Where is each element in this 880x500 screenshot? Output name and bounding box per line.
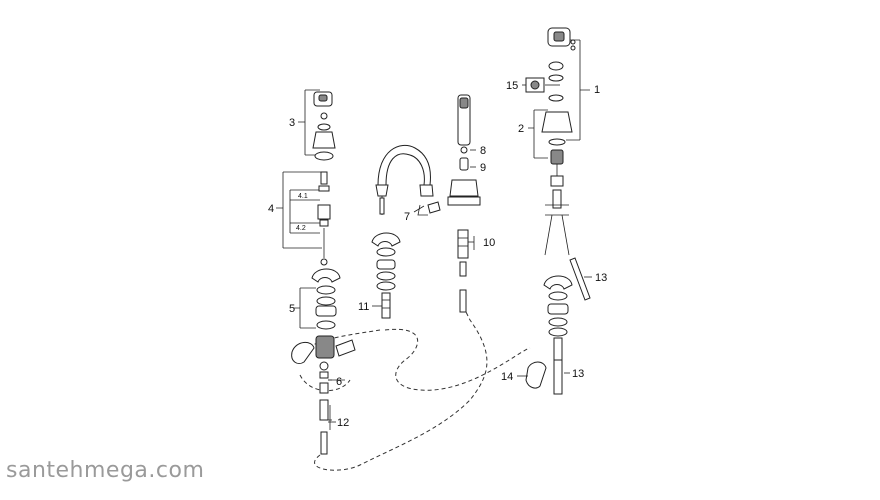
- callout-2: 2: [518, 123, 524, 135]
- callout-13-upper: 13: [595, 272, 607, 284]
- callout-4-1: 4.1: [298, 193, 308, 200]
- right-handle-assembly: [525, 27, 591, 395]
- hand-shower-assembly: [447, 94, 481, 313]
- callout-6: 6: [336, 376, 342, 388]
- callout-11: 11: [358, 301, 369, 313]
- callout-8: 8: [480, 145, 486, 157]
- callout-5: 5: [289, 303, 295, 315]
- callout-7: 7: [404, 211, 410, 223]
- callout-13-lower: 13: [572, 368, 584, 380]
- callout-3: 3: [289, 117, 295, 129]
- callout-12: 12: [337, 417, 349, 429]
- callout-10: 10: [483, 237, 495, 249]
- callout-14: 14: [501, 371, 513, 383]
- hose-loop: [299, 309, 531, 471]
- callout-1: 1: [594, 84, 600, 96]
- spout-assembly: [371, 144, 441, 319]
- callout-4-2: 4.2: [296, 225, 306, 232]
- callout-9: 9: [480, 162, 486, 174]
- watermark: santehmega.com: [6, 458, 205, 483]
- callout-15: 15: [506, 80, 518, 92]
- left-handle-assembly: [276, 89, 356, 455]
- callout-4: 4: [268, 203, 274, 215]
- leader-lines: [328, 84, 592, 423]
